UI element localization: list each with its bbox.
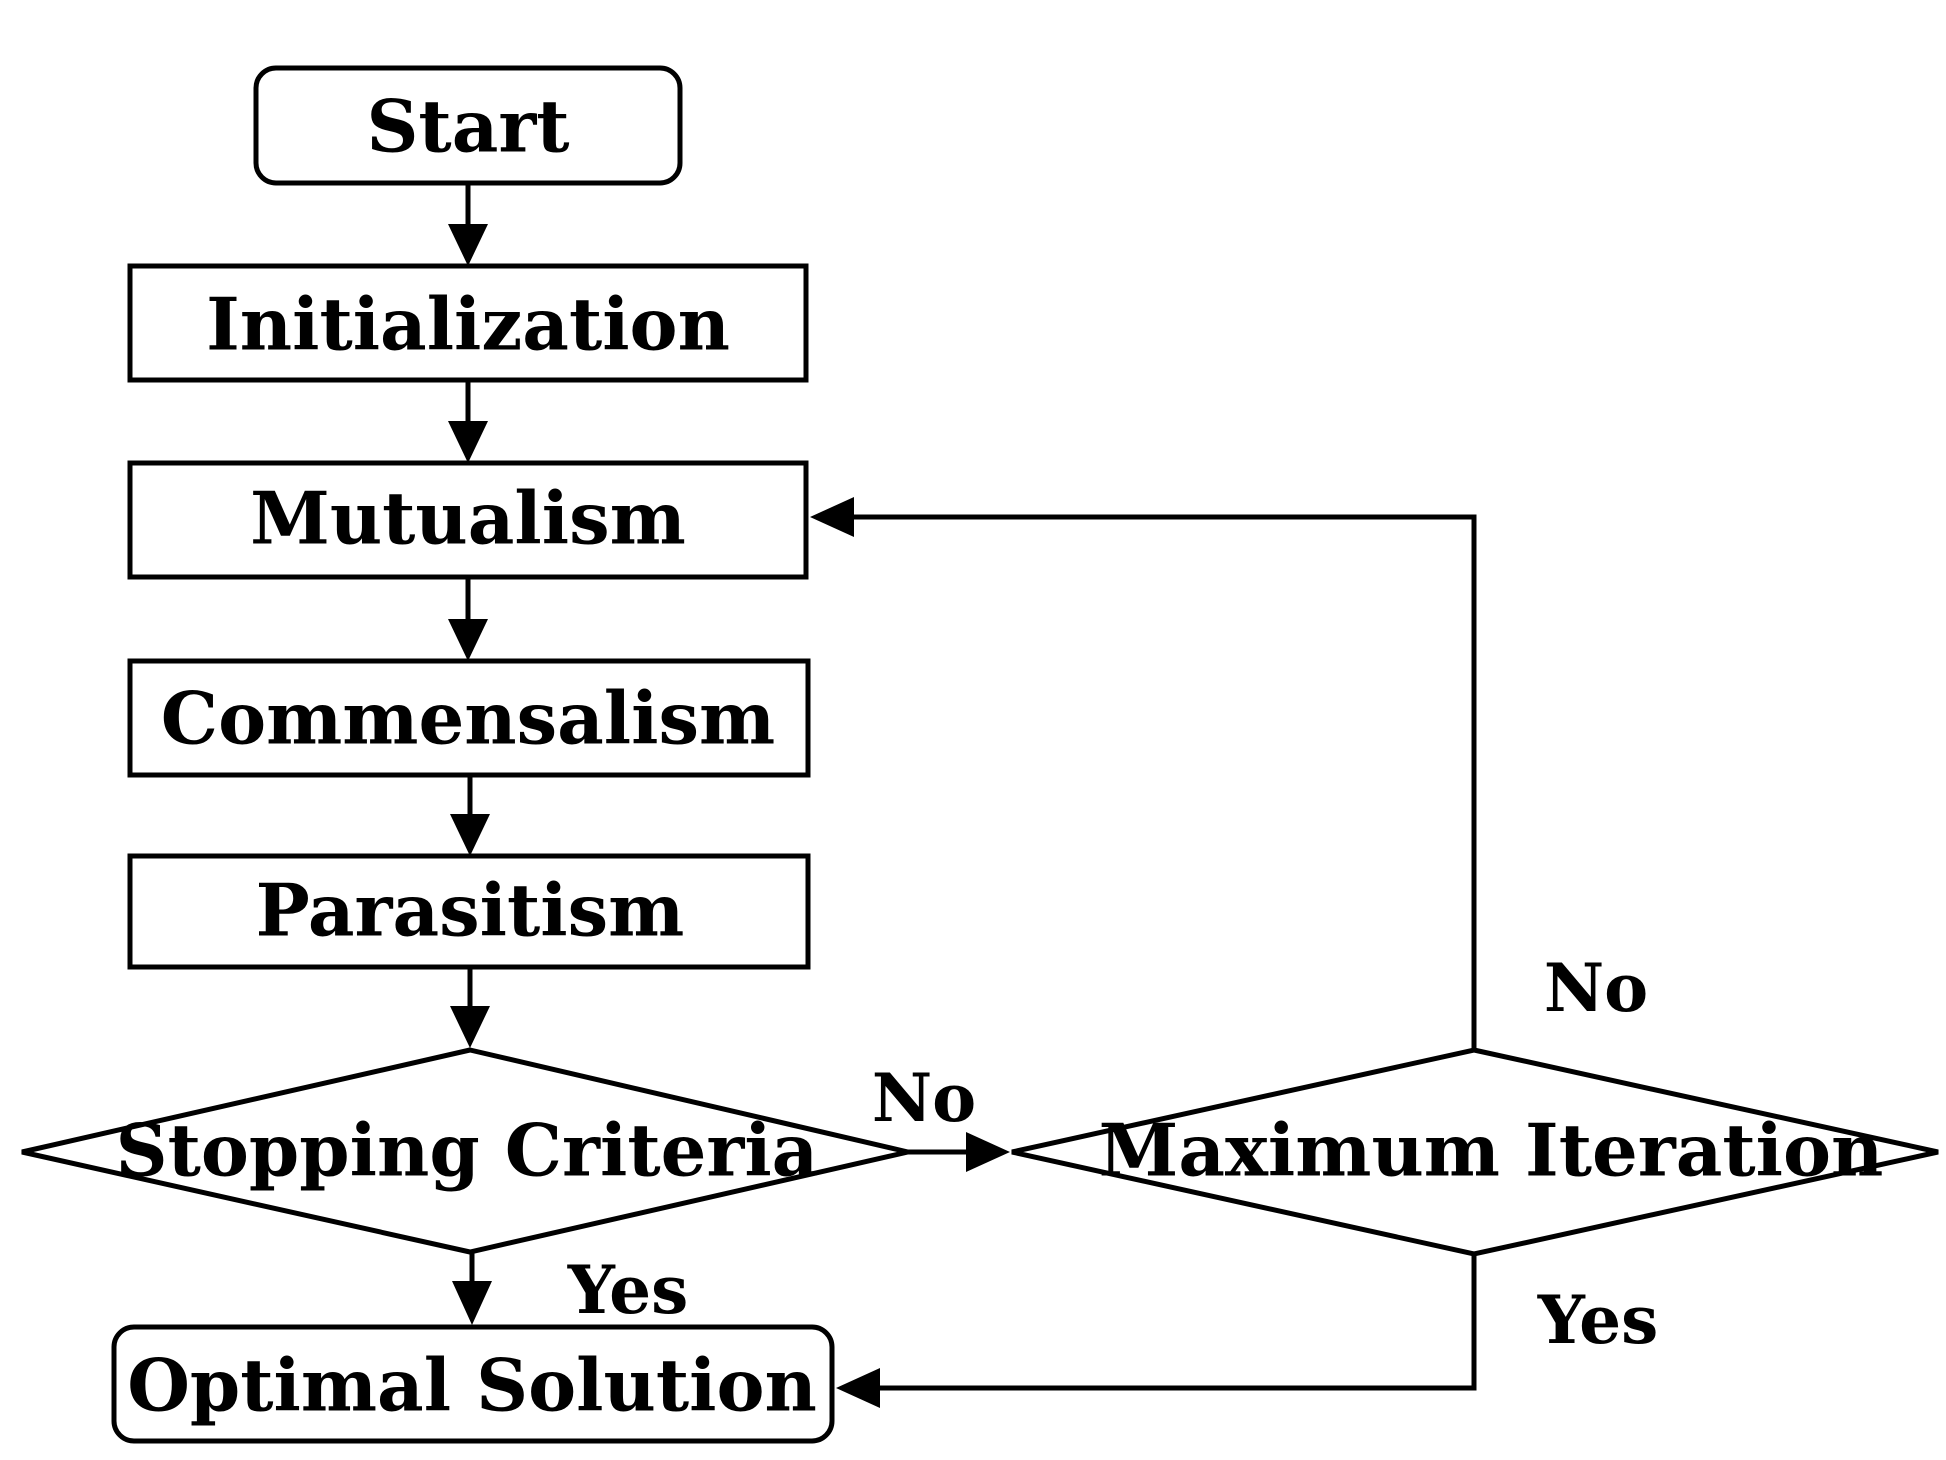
stopping-no-label: No bbox=[872, 1059, 976, 1137]
maximum-yes-label: Yes bbox=[1537, 1281, 1659, 1359]
edge-maximum-mutualism-no bbox=[850, 514, 1477, 1050]
arrowhead-mutualism bbox=[448, 421, 488, 463]
initialization-node: Initialization bbox=[127, 263, 809, 383]
arrowhead-maximum bbox=[966, 1132, 1010, 1172]
commensalism-node: Commensalism bbox=[127, 658, 811, 778]
arrowhead-optimal-from-stopping bbox=[452, 1281, 492, 1325]
mutualism-node: Mutualism bbox=[127, 460, 809, 580]
edge-labels: No Yes No Yes bbox=[567, 949, 1659, 1359]
arrowheads bbox=[448, 224, 1010, 1408]
start-node: Start bbox=[253, 65, 683, 186]
stopping-criteria-node: Stopping Criteria bbox=[21, 1047, 909, 1255]
arrowhead-commensalism bbox=[448, 619, 488, 661]
maximum-iteration-node: Maximum Iteration bbox=[1011, 1047, 1939, 1257]
arrowhead-stopping bbox=[450, 1006, 490, 1048]
optimal-solution-label: Optimal Solution bbox=[127, 1343, 817, 1428]
stopping-yes-label: Yes bbox=[567, 1251, 689, 1329]
mutualism-label: Mutualism bbox=[250, 476, 686, 561]
stopping-criteria-label: Stopping Criteria bbox=[116, 1108, 819, 1193]
arrowhead-mutualism-loop bbox=[810, 497, 854, 537]
arrowhead-optimal-from-maximum bbox=[836, 1368, 880, 1408]
arrowhead-parasitism bbox=[450, 814, 490, 856]
edge-maximum-optimal-yes bbox=[876, 1254, 1477, 1391]
parasitism-node: Parasitism bbox=[127, 853, 811, 970]
arrowhead-initialization bbox=[448, 224, 488, 266]
maximum-iteration-label: Maximum Iteration bbox=[1099, 1108, 1884, 1193]
optimal-solution-node: Optimal Solution bbox=[111, 1324, 835, 1444]
start-label: Start bbox=[366, 84, 569, 169]
commensalism-label: Commensalism bbox=[161, 676, 775, 761]
connectors bbox=[465, 183, 1477, 1391]
maximum-no-label: No bbox=[1544, 949, 1648, 1027]
parasitism-label: Parasitism bbox=[256, 868, 685, 953]
initialization-label: Initialization bbox=[206, 282, 730, 367]
